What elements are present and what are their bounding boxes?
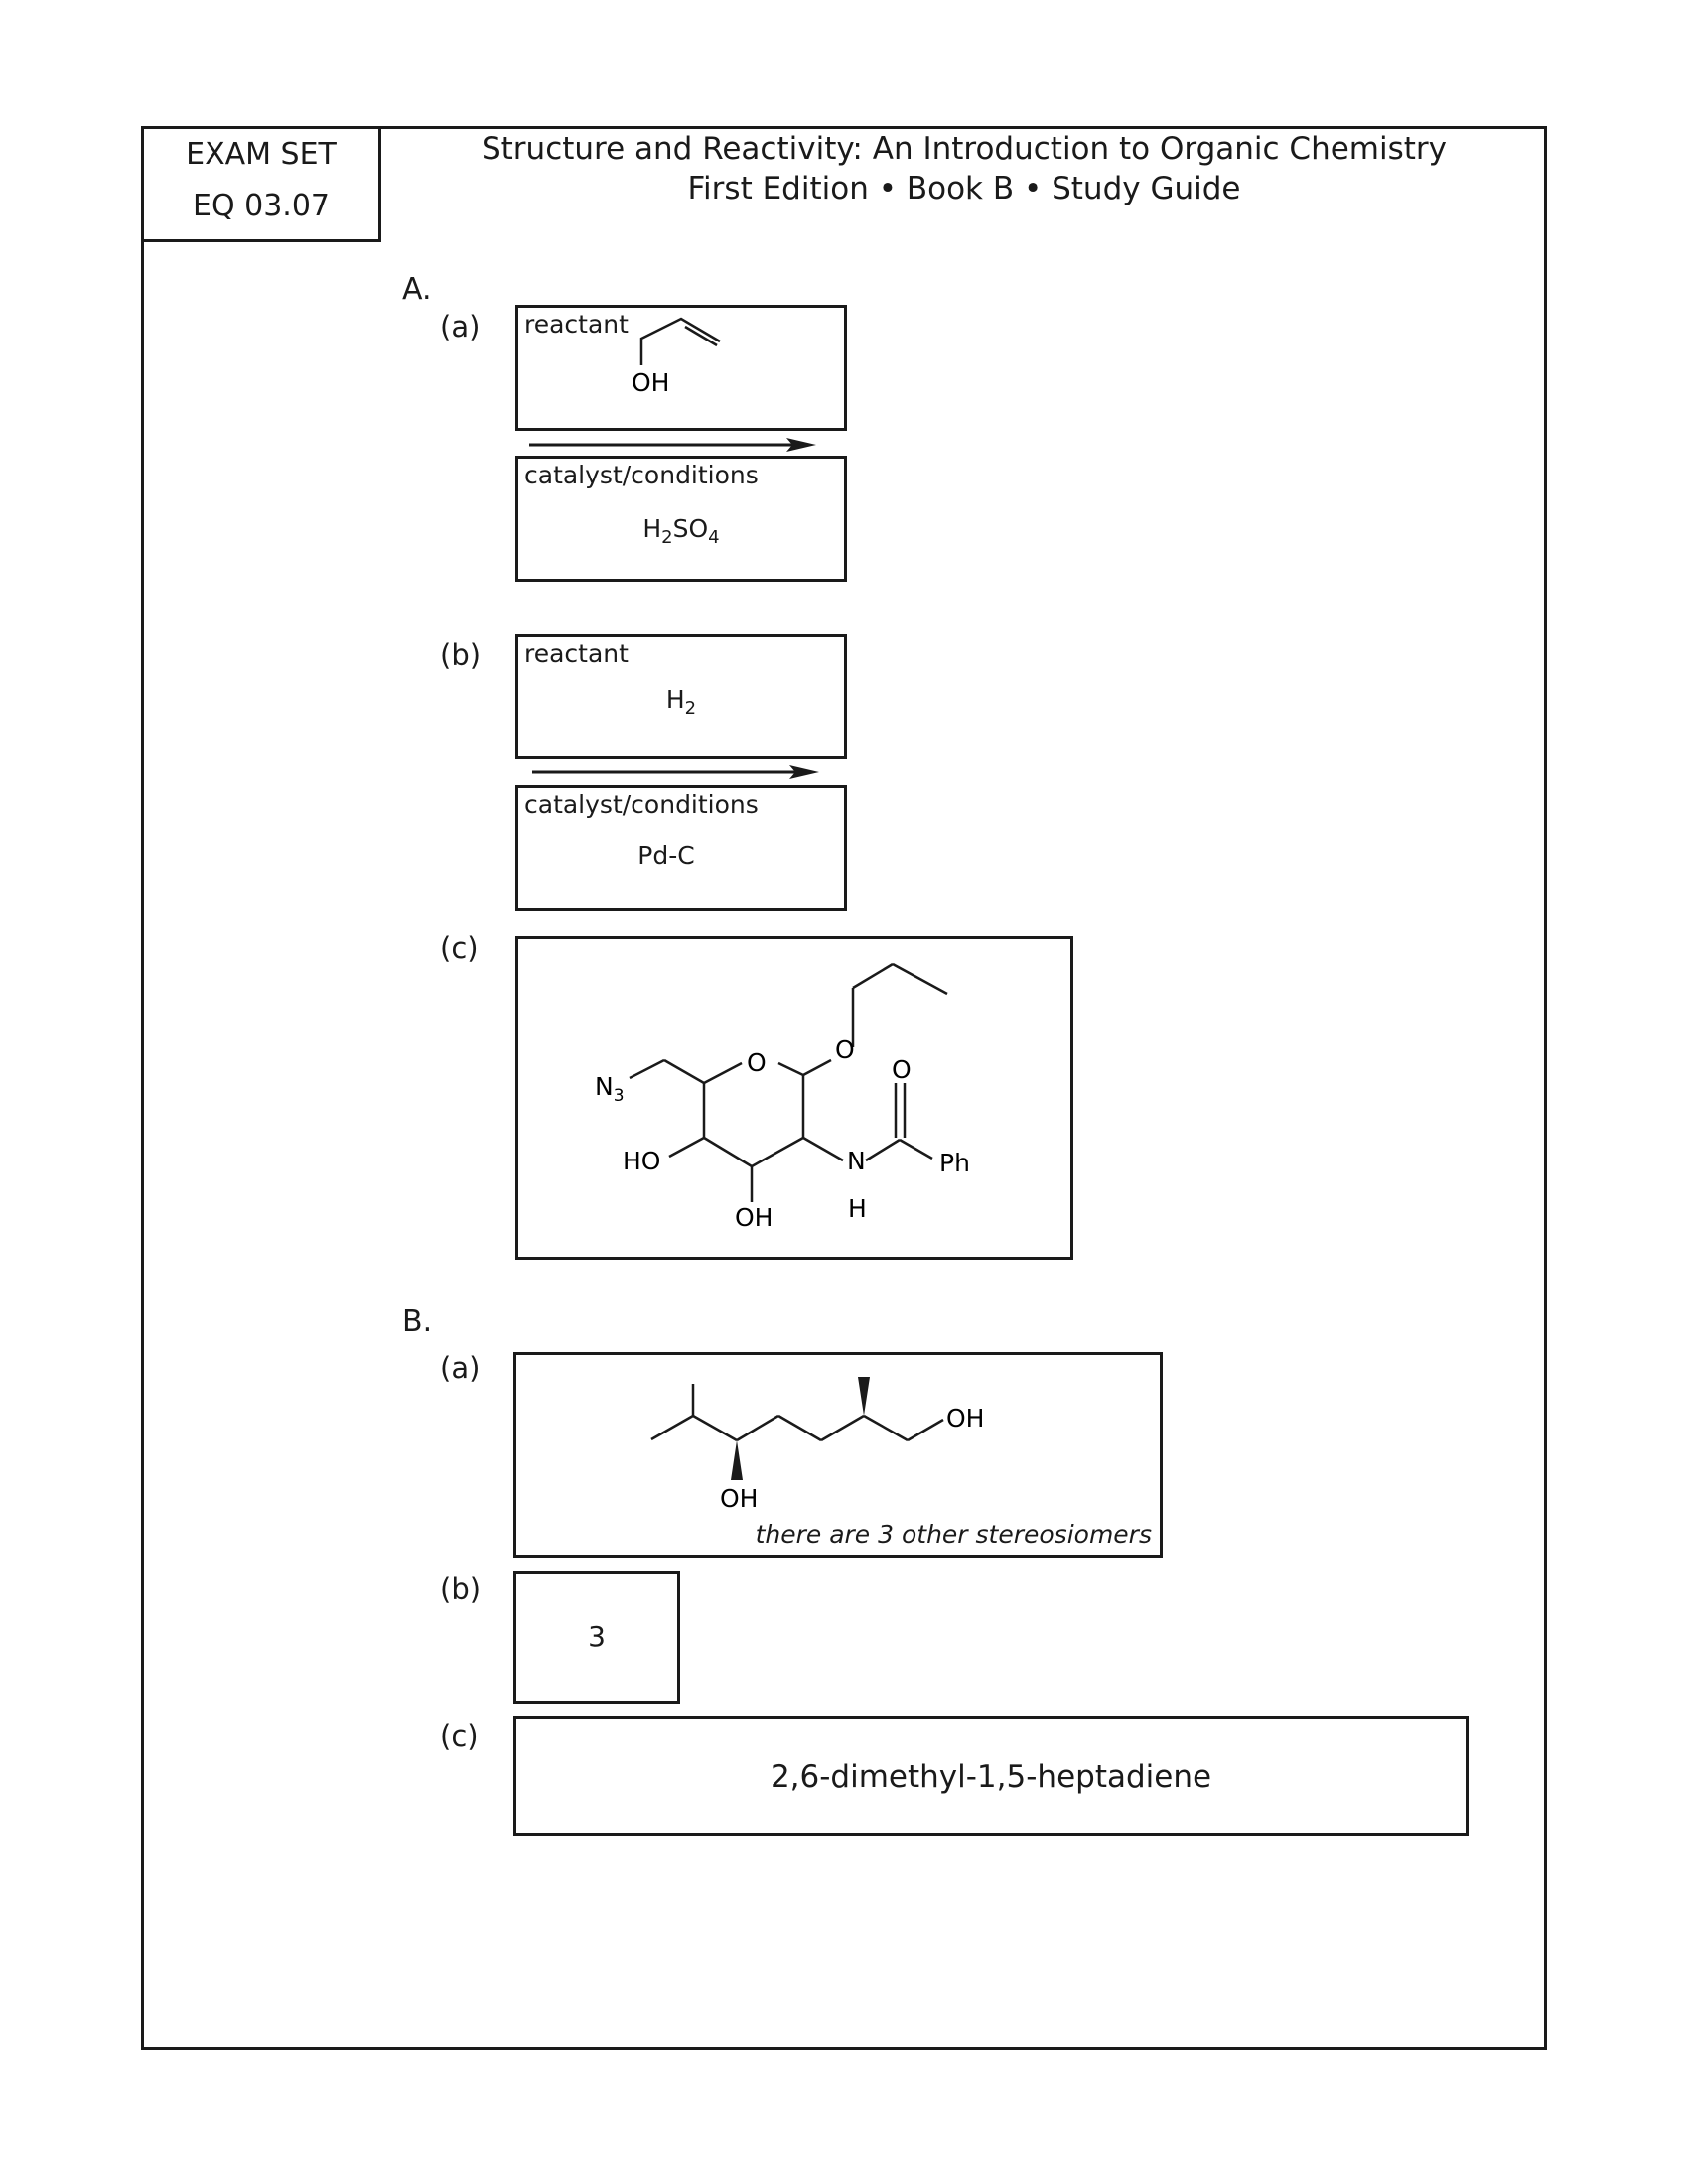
c3-hydroxyl: OH [735, 1203, 773, 1232]
part-a-b-label: (b) [440, 638, 482, 672]
sulfuric-acid: H2SO4 [642, 514, 720, 548]
stereoisomer-count: 3 [588, 1620, 606, 1653]
conditions-label: catalyst/conditions [524, 790, 759, 819]
product-box-ac: O O O N3 HO OH N H Ph [515, 936, 1073, 1260]
stereoisomer-box-ba: OH OH there are 3 other stereosiomers [513, 1352, 1163, 1558]
reaction-arrow-ab [532, 765, 819, 779]
page-header: Structure and Reactivity: An Introductio… [381, 129, 1547, 208]
answer-box-bb: 3 [513, 1571, 680, 1704]
diol-structure: OH OH [650, 1377, 984, 1513]
allyl-alcohol-structure: OH [632, 317, 721, 397]
part-b-b-label: (b) [440, 1572, 482, 1606]
amide-nitrogen: N [847, 1147, 866, 1175]
reactant-box-ab: reactant H2 [515, 634, 847, 759]
amide-hydrogen: H [848, 1194, 867, 1223]
hydroxyl-label: OH [632, 368, 669, 397]
exam-set-label: EXAM SET [186, 137, 337, 172]
ring-oxygen: O [747, 1048, 767, 1077]
conditions-box-ab: catalyst/conditions Pd-C [515, 785, 847, 911]
primary-hydroxyl: OH [946, 1404, 984, 1433]
exam-set-code: EQ 03.07 [193, 189, 330, 223]
carbonyl-oxygen: O [892, 1055, 912, 1084]
book-title: Structure and Reactivity: An Introductio… [481, 131, 1448, 167]
reactant-box-aa: reactant OH [515, 305, 847, 431]
reaction-arrow-aa [529, 438, 816, 452]
reactant-label: reactant [524, 310, 629, 339]
iupac-name: 2,6-dimethyl-1,5-heptadiene [770, 1759, 1212, 1795]
ether-oxygen: O [835, 1035, 855, 1064]
part-a-a-label: (a) [440, 310, 481, 343]
hydrogen-gas: H2 [665, 685, 697, 719]
part-b-a-label: (a) [440, 1351, 481, 1385]
section-b-label: B. [402, 1304, 433, 1339]
book-subtitle: First Edition • Book B • Study Guide [687, 171, 1241, 206]
conditions-box-aa: catalyst/conditions H2SO4 [515, 456, 847, 582]
azide-label: N3 [595, 1072, 625, 1106]
c4-hydroxyl: HO [623, 1147, 660, 1175]
secondary-hydroxyl: OH [720, 1484, 758, 1513]
reactant-label: reactant [524, 639, 629, 668]
part-a-c-label: (c) [440, 931, 479, 965]
page-border [141, 126, 1547, 2050]
palladium-carbon: Pd-C [637, 841, 695, 870]
answer-box-bc: 2,6-dimethyl-1,5-heptadiene [513, 1716, 1469, 1836]
section-a-label: A. [402, 272, 432, 307]
phenyl-label: Ph [939, 1149, 970, 1177]
exam-set-tag: EXAM SET EQ 03.07 [141, 126, 381, 242]
glycoside-structure: O O O N3 HO OH N H Ph [595, 962, 970, 1232]
part-b-c-label: (c) [440, 1719, 479, 1753]
conditions-label: catalyst/conditions [524, 461, 759, 489]
stereoisomer-note: there are 3 other stereosiomers [755, 1520, 1152, 1549]
